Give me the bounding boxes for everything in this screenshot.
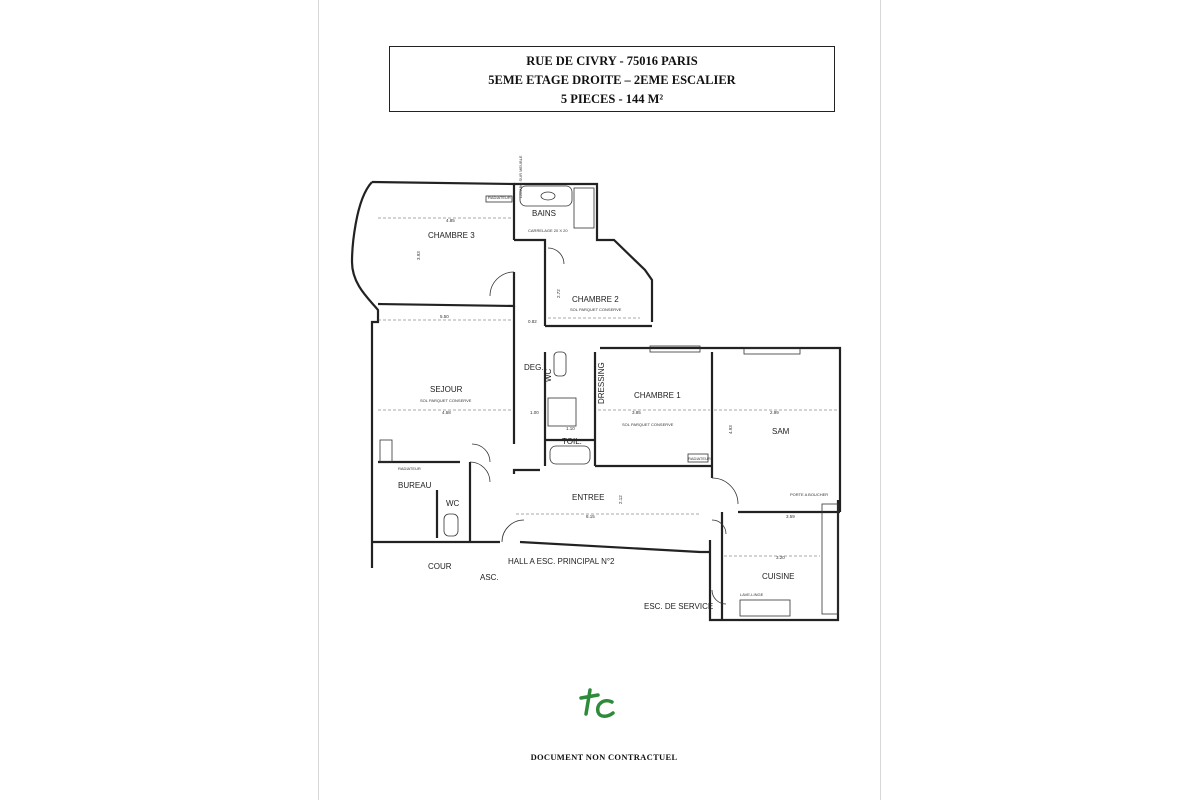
door-swing-sejour-2 [471, 443, 491, 463]
dim-ch3-width: 4.85 [446, 218, 455, 223]
title-box: RUE DE CIVRY - 75016 PARIS 5EME ETAGE DR… [389, 46, 835, 112]
dim-sejour-width: 5.50 [440, 314, 449, 319]
label-service: ESC. DE SERVICE [644, 602, 713, 611]
door-swing-ch2 [547, 247, 565, 265]
address-line: RUE DE CIVRY - 75016 PARIS [526, 54, 698, 68]
floor-line: 5EME ETAGE DROITE – 2EME ESCALIER [488, 73, 736, 87]
shower-unit [547, 397, 577, 427]
disclaimer: DOCUMENT NON CONTRACTUEL [530, 752, 678, 762]
outer-wall-top-right [600, 346, 842, 512]
dim-sam-depth: 4.93 [728, 425, 733, 434]
door-swing-entree [501, 519, 525, 543]
dim-deg-width: 1.00 [530, 410, 539, 415]
wc2-toilet [443, 513, 459, 537]
label-chambre2: CHAMBRE 2 [572, 295, 619, 304]
radiator-ch1 [687, 453, 709, 463]
tc-logo [579, 688, 615, 718]
dim-toil: 1.10 [566, 426, 575, 431]
note-carrelage: CARRELAGE 20 X 20 [528, 228, 568, 233]
note-radiateur-bureau: RADIATEUR [398, 466, 421, 471]
door-swing-chambre3 [489, 271, 515, 297]
outer-wall-top-bains [514, 182, 654, 322]
label-wc-1: WC [544, 368, 553, 382]
dim-entree-width: 8.15 [586, 514, 595, 519]
label-sejour: SEJOUR [430, 385, 463, 394]
label-asc: ASC. [480, 573, 499, 582]
door-swing-sejour [469, 461, 491, 483]
dim-ch1-width: 3.85 [632, 410, 641, 415]
label-bains: BAINS [532, 209, 556, 218]
label-toil: TOIL. [562, 437, 582, 446]
page-edge-left [318, 0, 319, 800]
outer-wall-left [350, 181, 380, 568]
dim-kitchen-width: 3.59 [786, 514, 795, 519]
wall-deg-entree [512, 468, 540, 474]
note-lave-linge: LAVE-LINGE [740, 592, 764, 597]
door-swing-service [711, 589, 727, 605]
outer-wall-bottom-hall [519, 540, 710, 554]
size-line: 5 PIECES - 144 M² [560, 92, 664, 106]
wall-chambre3-bains [514, 238, 547, 326]
door-swing-sam [711, 477, 739, 505]
radiator-ch3 [485, 195, 513, 203]
bathtub [519, 185, 573, 207]
label-cuisine: CUISINE [762, 572, 794, 581]
note-sol-sejour: SOL PARQUET CONSERVE [420, 398, 472, 403]
door-swing-kitchen [711, 519, 727, 535]
kitchen-sink [739, 599, 791, 617]
label-wc-2: WC [446, 499, 460, 508]
outer-wall-right-kitchen [708, 500, 840, 622]
kitchen-counter [821, 503, 839, 615]
dim-ch2-depth: 2.72 [556, 289, 561, 298]
radiator-bureau [379, 439, 393, 463]
dim-sejour-width-2: 4.58 [442, 410, 451, 415]
label-dressing: DRESSING [597, 362, 606, 404]
dim-sam-width: 2.99 [770, 410, 779, 415]
note-radiateur-ch3: RADIATEUR [488, 195, 511, 200]
dim-kitchen-depth: 3.20 [776, 555, 785, 560]
label-sam: SAM [772, 427, 790, 436]
dim-entree-depth: 2.12 [618, 495, 623, 504]
radiator-ch1-top [649, 345, 701, 353]
label-entree: ENTREE [572, 493, 604, 502]
wc-toilet [553, 351, 567, 377]
label-hall: HALL A ESC. PRINCIPAL N°2 [508, 557, 615, 566]
label-chambre3: CHAMBRE 3 [428, 231, 475, 240]
note-radiateur-ch1: RADIATEUR [688, 456, 711, 461]
radiator-sam [743, 347, 801, 355]
wall-chambre3-sejour [377, 272, 516, 308]
bath-cabinet [573, 187, 595, 229]
label-bureau: BUREAU [398, 481, 432, 490]
note-lavabo: LAVABO SUR MEUBLE [518, 155, 523, 198]
toil-sink [549, 445, 591, 465]
page-edge-right [880, 0, 881, 800]
note-porte-bouchee: PORTE A BOUCHER [790, 492, 828, 497]
note-sol-ch1: SOL PARQUET CONSERVE [622, 422, 674, 427]
label-cour: COUR [428, 562, 452, 571]
label-chambre1: CHAMBRE 1 [634, 391, 681, 400]
dim-deg-top: 0.82 [528, 319, 537, 324]
note-sol-ch2: SOL PARQUET CONSERVE [570, 307, 622, 312]
label-deg: DEG. [524, 363, 544, 372]
washbasin [540, 191, 556, 201]
dim-ch3-depth: 3.93 [416, 251, 421, 260]
